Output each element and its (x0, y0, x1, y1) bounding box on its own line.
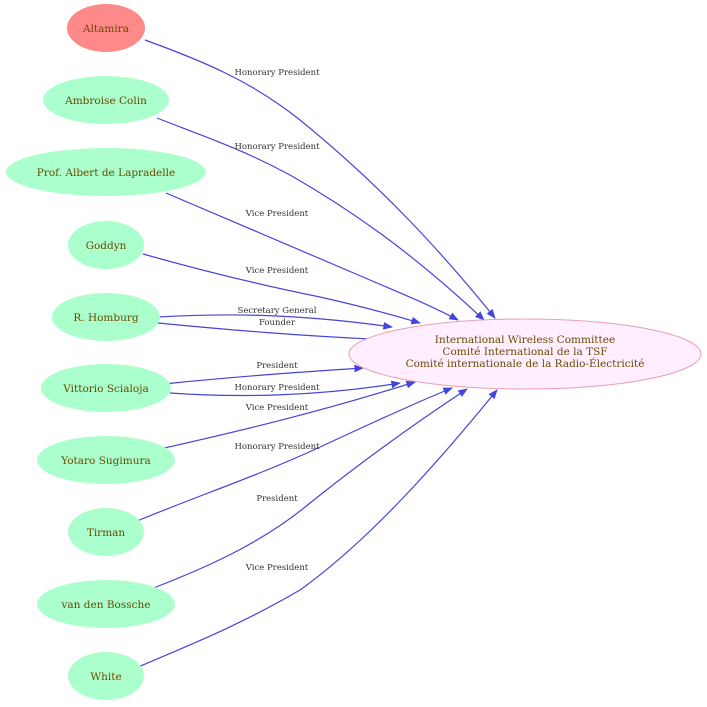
edge-arrow (137, 389, 498, 668)
person-node[interactable]: Altamira (67, 4, 145, 52)
edge-arrow (142, 253, 421, 325)
person-node[interactable]: Tirman (68, 508, 144, 556)
edge-arrow (157, 314, 393, 330)
edge-arrow (156, 117, 485, 321)
edge-label: Honorary President (234, 442, 320, 452)
person-node-label: White (90, 671, 121, 683)
edge-arrow (169, 380, 401, 397)
person-node[interactable]: R. Homburg (52, 293, 160, 341)
person-node-shape (6, 148, 206, 196)
edge-arrow (144, 39, 496, 319)
person-node-label: Tirman (87, 527, 126, 539)
edge-label: Honorary President (234, 68, 320, 78)
person-node-shape (68, 508, 144, 556)
person-node-label: Goddyn (86, 240, 127, 252)
edge-arrow (136, 387, 453, 522)
person-node-shape (68, 221, 144, 269)
person-node[interactable]: White (68, 652, 144, 700)
edge-label: Founder (259, 318, 296, 328)
person-node[interactable]: Goddyn (68, 221, 144, 269)
person-node-shape (37, 436, 175, 484)
edge-label: Vice President (245, 403, 309, 413)
center-node-label-line: International Wireless Committee (435, 334, 615, 346)
person-node-shape (52, 293, 160, 341)
person-node-shape (43, 76, 169, 124)
person-node[interactable]: van den Bossche (37, 580, 175, 628)
edge-label: Vice President (245, 563, 309, 573)
edge-label: President (256, 494, 298, 504)
edge-arrow (150, 388, 468, 590)
person-node-shape (41, 364, 171, 412)
person-node-label: Prof. Albert de Lapradelle (37, 167, 175, 179)
person-node-shape (67, 4, 145, 52)
person-node-shape (37, 580, 175, 628)
edge-label: President (256, 361, 298, 371)
person-node-label: Vittorio Scialoja (62, 383, 148, 395)
edge-label: Vice President (245, 266, 309, 276)
person-node[interactable]: Prof. Albert de Lapradelle (6, 148, 206, 196)
person-node-label: R. Homburg (73, 312, 139, 324)
edge-arrow (159, 380, 416, 450)
person-node-label: van den Bossche (61, 599, 151, 611)
person-node-shape (68, 652, 144, 700)
edge-label: Vice President (245, 209, 309, 219)
center-node-label-line: Comité International de la TSF (442, 346, 607, 358)
center-node-shape[interactable] (348, 318, 702, 390)
person-node-label: Ambroise Colin (64, 95, 147, 107)
person-node-label: Altamira (82, 23, 129, 35)
person-node[interactable]: Vittorio Scialoja (41, 364, 171, 412)
person-node[interactable]: Ambroise Colin (43, 76, 169, 124)
edges-layer (136, 39, 498, 668)
edge-label: Honorary President (234, 142, 320, 152)
edge-arrow (163, 364, 364, 385)
center-node-label-line: Comité internationale de la Radio-Électr… (406, 356, 645, 370)
edge-label: Honorary President (234, 383, 320, 393)
edge-arrow (157, 322, 393, 344)
edge-arrow (165, 192, 459, 321)
person-node-label: Yotaro Sugimura (60, 455, 151, 467)
edge-label: Secretary General (238, 306, 317, 316)
person-node[interactable]: Yotaro Sugimura (37, 436, 175, 484)
